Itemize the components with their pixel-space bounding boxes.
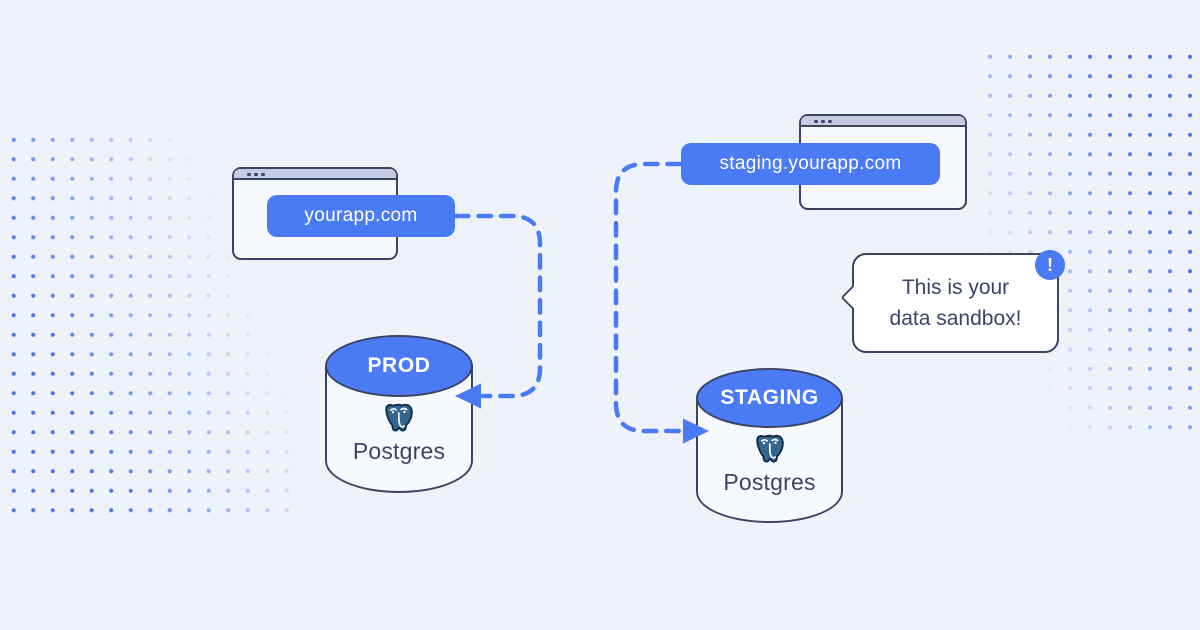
callout-tail [840, 285, 865, 310]
database-engine-label: Postgres [723, 469, 816, 495]
database-env-label: STAGING [720, 386, 819, 409]
postgres-logo-icon [385, 403, 413, 432]
database-env-label: PROD [367, 354, 431, 377]
database-env-cap: STAGING [696, 368, 843, 428]
callout-text-line1: This is your [901, 276, 1010, 299]
browser-titlebar [234, 169, 396, 180]
window-controls-icon [247, 172, 265, 176]
url-pill-prod: yourapp.com [267, 195, 455, 237]
database-content: Postgres [696, 434, 843, 496]
callout-bubble: ! This is your data sandbox! [840, 250, 1065, 353]
exclamation-mark: ! [1047, 254, 1053, 275]
window-controls-icon [814, 119, 832, 123]
url-pill-staging: staging.yourapp.com [681, 143, 940, 185]
callout-text-line2: data sandbox! [889, 307, 1022, 330]
browser-titlebar [801, 116, 965, 127]
dot-grid-pattern-right [980, 47, 1198, 439]
database-content: Postgres [325, 403, 473, 465]
staging-connector-line [613, 161, 684, 434]
database-engine-label: Postgres [352, 438, 446, 464]
database-env-cap: PROD [325, 335, 473, 397]
exclamation-badge-icon: ! [1035, 250, 1065, 280]
postgres-logo-icon [755, 434, 784, 463]
url-label-prod: yourapp.com [304, 205, 418, 226]
database-prod: PROD Postgres [325, 335, 473, 493]
url-label-staging: staging.yourapp.com [719, 153, 902, 174]
database-staging: STAGING Postgres [696, 368, 843, 523]
